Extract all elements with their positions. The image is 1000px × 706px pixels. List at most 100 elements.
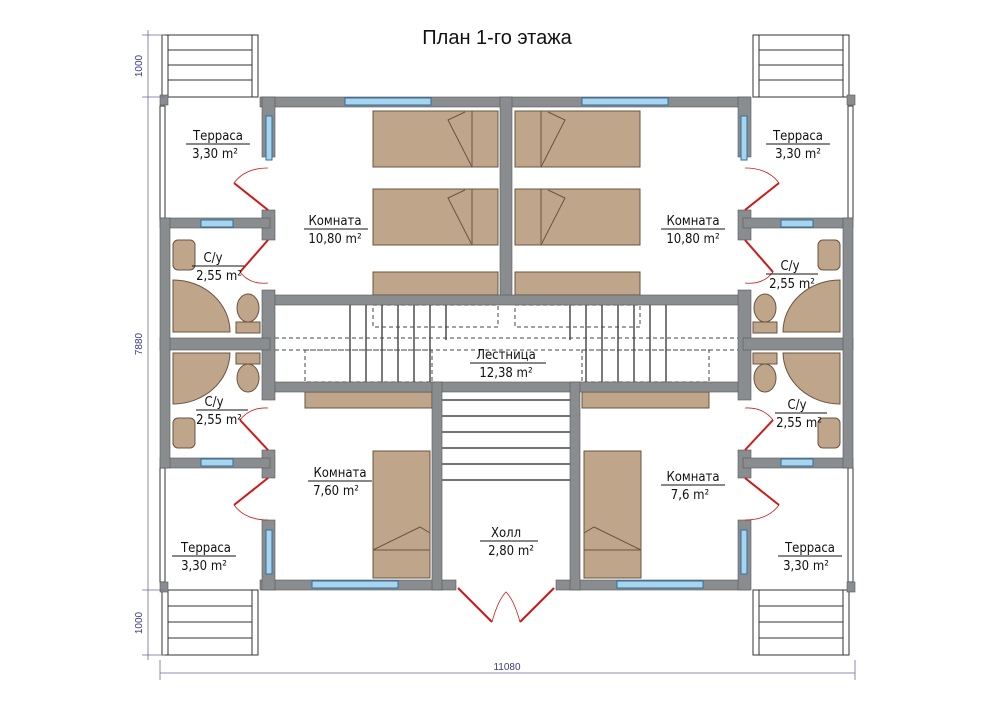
dim-height: 7880 [134,332,145,355]
shower [782,279,841,333]
door [239,419,269,451]
label-wc-bottom-left: С/у 2,55 m² [196,395,248,428]
window [780,219,814,228]
room-labels: Терраса 3,30 m² Терраса 3,30 m² Терраса 3,3… [172,129,842,574]
label-terrace-top-right: Терраса 3,30 m² [766,129,830,162]
bed [304,391,433,409]
doors [233,167,780,623]
dim-bottom-porch: 1000 [134,611,145,634]
svg-text:Комната: Комната [313,466,366,481]
porch-stair-top-right [752,34,850,98]
bed [372,110,499,168]
window [200,458,234,467]
porch-stairs [161,34,850,656]
label-terrace-top-left: Терраса 3,30 m² [186,129,250,162]
staircase [275,304,740,481]
door [744,239,774,273]
door [744,477,780,506]
dim-top-porch: 1000 [134,54,145,77]
bed [583,450,642,579]
svg-text:2,55 m²: 2,55 m² [196,269,242,284]
porch-stair-bottom-right [752,589,850,656]
svg-text:Терраса: Терраса [784,541,835,556]
bed [514,110,641,168]
bed [514,271,641,296]
svg-text:Комната: Комната [308,214,361,229]
window [200,219,234,228]
label-room-bottom-left: Комната 7,60 m² [308,466,372,499]
window [780,458,814,467]
svg-text:Лестница: Лестница [476,348,536,363]
toilet [235,293,261,334]
sink [817,239,841,271]
door [744,419,774,451]
toilet [752,352,778,393]
sink [817,417,841,449]
shower [172,279,231,333]
label-wc-top-left: С/у 2,55 m² [192,251,244,284]
svg-text:Терраса: Терраса [192,129,243,144]
sink [172,239,196,271]
porch-stair-top-left [161,34,259,98]
svg-text:С/у: С/у [204,395,223,410]
svg-text:Комната: Комната [666,470,719,485]
window [616,580,704,589]
svg-text:7,60 m²: 7,60 m² [313,484,359,499]
label-room-top-left: Комната 10,80 m² [304,214,368,247]
label-room-bottom-right: Комната 7,6 m² [661,470,725,503]
svg-text:2,55 m²: 2,55 m² [196,413,242,428]
svg-text:7,6 m²: 7,6 m² [671,488,709,503]
dimensions: 1000 7880 1000 11080 [134,30,856,680]
hall-door [519,587,555,623]
shower [172,352,231,405]
porch-stair-bottom-left [161,589,259,656]
window [265,529,273,575]
sink [172,417,196,449]
label-terrace-bottom-right: Терраса 3,30 m² [778,541,842,574]
bed [514,188,641,246]
svg-text:10,80 m²: 10,80 m² [666,232,719,247]
svg-text:2,55 m²: 2,55 m² [769,277,815,292]
window [740,115,748,161]
bed [372,450,431,579]
window [344,97,432,106]
svg-text:3,30 m²: 3,30 m² [783,559,829,574]
window [740,529,748,575]
svg-text:С/у: С/у [780,259,799,274]
shower [782,352,841,405]
svg-text:Терраса: Терраса [772,129,823,144]
svg-text:2,80 m²: 2,80 m² [488,544,534,559]
label-room-top-right: Комната 10,80 m² [661,214,725,247]
svg-text:10,80 m²: 10,80 m² [308,232,361,247]
door [233,182,269,211]
label-wc-top-right: С/у 2,55 m² [766,259,818,292]
bed [372,271,499,296]
windows [200,97,814,589]
door [744,182,780,211]
plan-title: План 1-го этажа [422,27,572,49]
door [233,477,269,506]
walls [159,94,856,593]
furniture [172,110,841,579]
svg-text:Терраса: Терраса [180,541,231,556]
hall-door [457,587,493,623]
svg-text:3,30 m²: 3,30 m² [775,147,821,162]
svg-text:С/у: С/у [203,251,222,266]
svg-text:Холл: Холл [491,526,521,541]
label-hall: Холл 2,80 m² [480,526,538,559]
bed [372,188,499,246]
svg-text:Комната: Комната [666,214,719,229]
svg-text:3,30 m²: 3,30 m² [192,147,238,162]
svg-text:С/у: С/у [787,398,806,413]
window [311,580,399,589]
label-wc-bottom-right: С/у2,55 m² [775,398,827,431]
toilet [752,293,778,334]
window [265,115,273,161]
dim-width: 11080 [493,662,521,673]
window [581,97,669,106]
toilet [235,352,261,393]
bed [581,391,710,409]
